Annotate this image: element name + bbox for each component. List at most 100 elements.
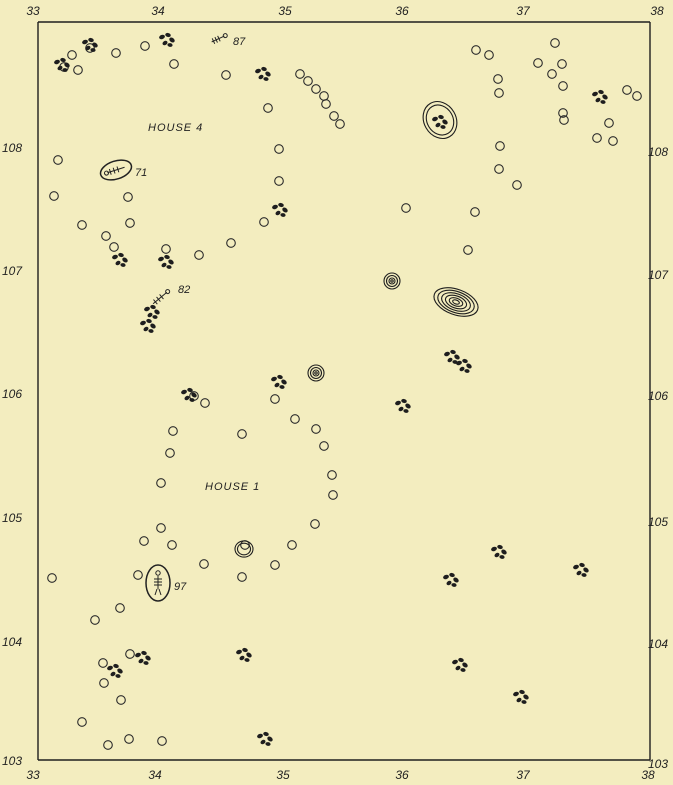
pit-blob (432, 116, 438, 122)
pit-cluster (491, 544, 507, 559)
postmold-layer (47, 38, 642, 750)
postmold-circle (67, 50, 77, 60)
pit-cluster (135, 650, 151, 665)
pit-blob (600, 100, 606, 104)
x-axis-top-ticks: 33 34 35 36 37 38 (26, 4, 664, 18)
pit-blob (446, 580, 452, 586)
hearth-small-1 (383, 272, 401, 290)
postmold-circle (484, 50, 494, 60)
pit-cluster (112, 252, 128, 267)
postmold-circle (111, 48, 121, 58)
postmold-circle (557, 59, 567, 69)
postmold-circle (124, 734, 134, 744)
pit-blob (491, 546, 497, 552)
hearth-ring (236, 542, 252, 556)
pit-cluster (573, 562, 589, 577)
pit-blob (113, 663, 119, 669)
pit-blob (64, 62, 70, 68)
pit-blob (88, 37, 94, 43)
pit-blob (161, 262, 167, 268)
pit-cluster (452, 657, 468, 672)
pit-blob (453, 577, 459, 583)
postmold-circle (493, 74, 503, 84)
hearth-ring (388, 277, 396, 285)
pit-layer (54, 32, 608, 746)
x-tick-top: 36 (395, 4, 409, 18)
x-tick-bottom: 34 (148, 768, 162, 782)
pit-blob (519, 689, 525, 695)
pit-blob (401, 398, 407, 404)
pit-blob (141, 650, 147, 656)
pit-cluster (158, 254, 174, 269)
postmold-circle (221, 70, 231, 80)
postmold-circle (558, 81, 568, 91)
pit-blob (184, 395, 190, 401)
pit-blob (145, 655, 151, 661)
y-tick-left: 103 (2, 754, 22, 768)
postmold-circle (321, 99, 331, 109)
pit-blob (148, 329, 154, 333)
pit-blob (280, 213, 286, 217)
pit-blob (278, 202, 284, 208)
hearth-ring (452, 299, 460, 305)
burial-87-icon (211, 33, 228, 45)
y-tick-right: 108 (648, 145, 668, 159)
postmold-circle (329, 111, 339, 121)
pit-blob (152, 315, 158, 319)
pit-blob (168, 259, 174, 265)
hearth-ring (444, 294, 468, 310)
pit-blob (444, 351, 450, 357)
pit-blob (242, 647, 248, 653)
x-tick-bottom: 33 (26, 768, 40, 782)
pit-blob (120, 263, 126, 267)
pit-blob (140, 320, 146, 326)
pit-blob (521, 700, 527, 704)
pit-cluster (443, 572, 459, 587)
postmold-circle (123, 192, 133, 202)
pit-blob (261, 66, 267, 72)
pit-blob (452, 659, 458, 665)
pit-cluster (257, 731, 273, 746)
postmold-circle (156, 478, 166, 488)
postmold-circle (157, 736, 167, 746)
postmold-circle (295, 69, 305, 79)
pit-blob (143, 326, 149, 332)
pit-blob (464, 369, 470, 373)
pit-blob (497, 544, 503, 550)
postmold-circle (533, 58, 543, 68)
x-tick-bottom: 37 (516, 768, 531, 782)
pit-blob (272, 204, 278, 210)
postmold-circle (49, 191, 59, 201)
postmold-circle (592, 133, 602, 143)
pit-blob (438, 114, 444, 120)
pit-blob (246, 652, 252, 658)
pit-cluster (592, 89, 608, 104)
pit-cluster (54, 57, 70, 72)
pit-cluster (159, 32, 175, 47)
hearth-large-oval (433, 287, 479, 317)
pit-blob (583, 567, 589, 573)
postmold-circle (494, 88, 504, 98)
postmold-circle (310, 519, 320, 529)
pit-blob (459, 366, 465, 372)
postmold-circle (604, 118, 614, 128)
pit-blob (405, 403, 411, 409)
pit-blob (499, 555, 505, 559)
pit-blob (118, 252, 124, 258)
pit-blob (90, 48, 96, 52)
pit-cluster (444, 349, 460, 364)
hearth-ring (383, 272, 401, 290)
pit-blob (271, 376, 277, 382)
house-1-label: HOUSE 1 (205, 481, 260, 493)
postmold-circle (226, 238, 236, 248)
pit-blob (435, 122, 441, 128)
postmold-circle (328, 490, 338, 500)
x-tick-top: 35 (278, 4, 292, 18)
pit-blob (265, 71, 271, 77)
burial-87-label: 87 (233, 36, 246, 48)
pit-cluster (181, 387, 197, 402)
pit-blob (592, 91, 598, 97)
pit-cluster (395, 398, 411, 413)
postmold-circle (194, 250, 204, 260)
pit-blob (158, 256, 164, 262)
